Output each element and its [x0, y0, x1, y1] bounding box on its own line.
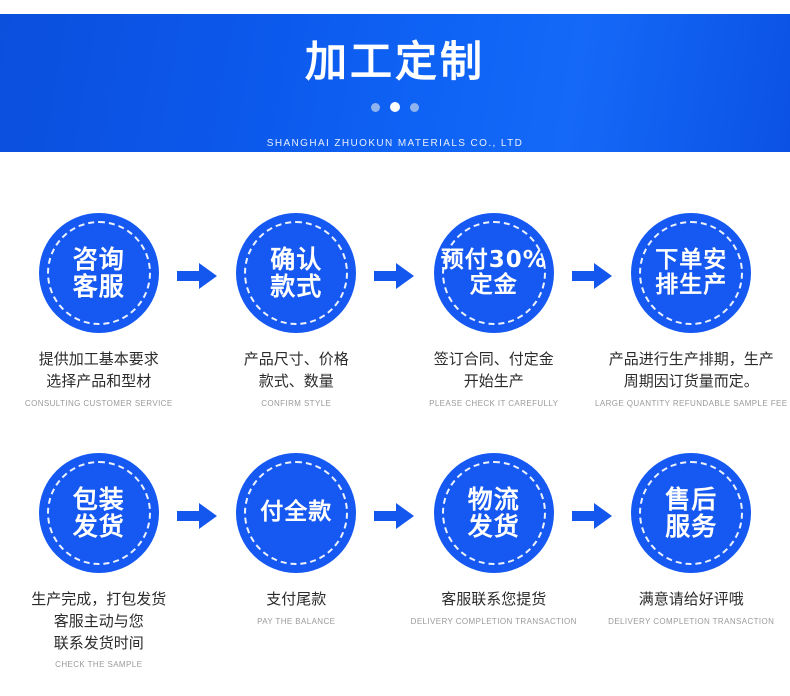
process-row-2: 包装 发货 生产完成，打包发货 客服主动与您 联系发货时间 CHECK THE …: [0, 445, 790, 671]
step-circle-3: 预付30% 定金: [433, 213, 554, 333]
step-subtitle: CHECK THE SAMPLE: [55, 660, 143, 670]
arrow-right-icon: [176, 263, 217, 289]
circle-shape: 确认 款式: [236, 213, 357, 333]
step-description: 签订合同、付定金 开始生产: [433, 350, 554, 390]
step-subtitle: CONFIRM STYLE: [261, 398, 332, 408]
arrow-right-icon: [571, 503, 612, 529]
company-name: SHANGHAI ZHUOKUN MATERIALS CO., LTD: [266, 138, 524, 149]
circle-shape: 付全款: [236, 453, 357, 573]
page-title: 加工定制: [304, 37, 485, 86]
step-circle-2: 确认 款式: [236, 213, 357, 333]
process-step-2[interactable]: 确认 款式 产品尺寸、价格 款式、数量 CONFIRM STYLE: [198, 205, 414, 409]
step-circle-4: 下单安 排生产: [631, 213, 752, 333]
step-circle-5: 包装 发货: [38, 453, 159, 573]
circle-label: 确认 款式: [270, 244, 323, 301]
circle-label: 付全款: [260, 499, 333, 526]
step-description: 满意请给好评哦: [638, 590, 744, 608]
arrow-right-icon: [374, 263, 414, 289]
header-banner: 加工定制 SHANGHAI ZHUOKUN MATERIALS CO., LTD: [0, 14, 790, 152]
step-subtitle: CONSULTING CUSTOMER SERVICE: [24, 398, 173, 408]
arrow-right-icon: [374, 503, 414, 529]
step-description: 产品尺寸、价格 款式、数量: [243, 350, 349, 390]
circle-label: 预付30% 定金: [440, 246, 547, 298]
circle-label: 包装 发货: [72, 484, 125, 541]
step-subtitle: PLEASE CHECK IT CAREFULLY: [429, 398, 559, 408]
process-step-4[interactable]: 下单安 排生产 产品进行生产排期，生产 周期因订货量而定。 LARGE QUAN…: [593, 205, 790, 409]
step-circle-1: 咨询 客服: [38, 213, 159, 333]
step-description: 产品进行生产排期，生产 周期因订货量而定。: [608, 350, 774, 390]
carousel-dot-2[interactable]: [390, 102, 400, 112]
step-subtitle: PAY THE BALANCE: [257, 616, 336, 626]
circle-label: 物流 发货: [467, 484, 520, 541]
step-subtitle: DELIVERY COMPLETION TRANSACTION: [410, 616, 577, 626]
arrow-right-icon: [571, 263, 612, 289]
carousel-dot-1[interactable]: [371, 102, 380, 112]
step-description: 客服联系您提货: [441, 590, 547, 608]
step-circle-6: 付全款: [236, 453, 357, 573]
circle-shape: 物流 发货: [433, 453, 554, 573]
step-description: 提供加工基本要求 选择产品和型材: [38, 350, 159, 390]
step-description: 支付尾款: [266, 590, 327, 608]
circle-shape: 包装 发货: [38, 453, 159, 573]
step-circle-8: 售后 服务: [631, 453, 752, 573]
circle-label: 售后 服务: [665, 484, 718, 541]
step-description: 生产完成，打包发货 客服主动与您 联系发货时间: [31, 590, 167, 652]
process-step-5[interactable]: 包装 发货 生产完成，打包发货 客服主动与您 联系发货时间 CHECK THE …: [0, 445, 217, 671]
step-subtitle: DELIVERY COMPLETION TRANSACTION: [608, 616, 775, 626]
process-row-1: 咨询 客服 提供加工基本要求 选择产品和型材 CONSULTING CUSTOM…: [0, 205, 790, 409]
carousel-dot-3[interactable]: [410, 102, 419, 112]
circle-label: 下单安 排生产: [655, 246, 728, 298]
carousel-dots: [0, 102, 790, 112]
circle-label: 咨询 客服: [72, 244, 125, 301]
circle-shape: 预付30% 定金: [433, 213, 554, 333]
process-step-1[interactable]: 咨询 客服 提供加工基本要求 选择产品和型材 CONSULTING CUSTOM…: [0, 205, 217, 409]
circle-shape: 售后 服务: [631, 453, 752, 573]
circle-shape: 咨询 客服: [38, 213, 159, 333]
process-step-3[interactable]: 预付30% 定金 签订合同、付定金 开始生产 PLEASE CHECK IT C…: [395, 205, 612, 409]
process-step-8[interactable]: 售后 服务 满意请给好评哦 DELIVERY COMPLETION TRANSA…: [593, 445, 790, 627]
arrow-right-icon: [176, 503, 217, 529]
step-circle-7: 物流 发货: [433, 453, 554, 573]
circle-shape: 下单安 排生产: [631, 213, 752, 333]
step-subtitle: LARGE QUANTITY REFUNDABLE SAMPLE FEE: [594, 398, 788, 408]
process-step-6[interactable]: 付全款 支付尾款 PAY THE BALANCE: [198, 445, 414, 627]
process-step-7[interactable]: 物流 发货 客服联系您提货 DELIVERY COMPLETION TRANSA…: [395, 445, 612, 627]
